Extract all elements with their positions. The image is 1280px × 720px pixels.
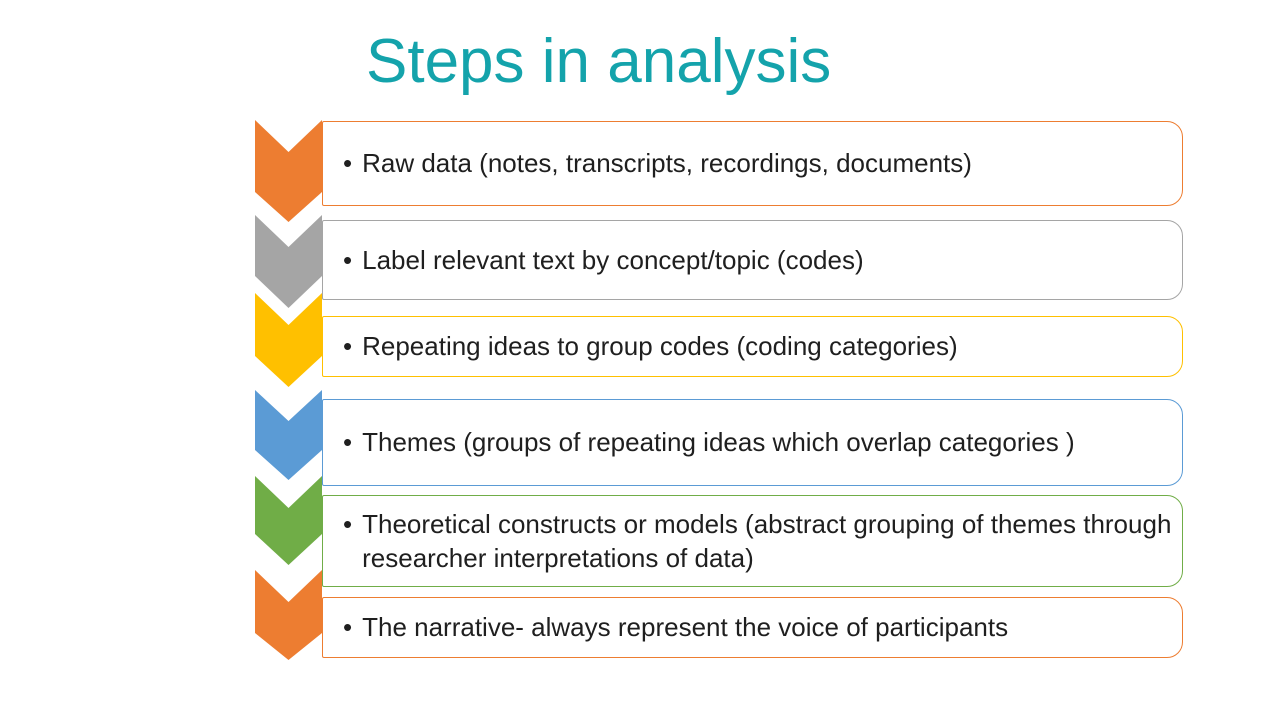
bullet-icon: • bbox=[343, 148, 353, 179]
bullet-icon: • bbox=[343, 331, 353, 362]
step-label: Repeating ideas to group codes (coding c… bbox=[362, 331, 958, 362]
step-box-repeating-ideas: • Repeating ideas to group codes (coding… bbox=[322, 316, 1183, 377]
step-content: • Label relevant text by concept/topic (… bbox=[343, 243, 864, 277]
step-label: The narrative- always represent the voic… bbox=[362, 612, 1009, 643]
chevron-down-icon bbox=[255, 120, 322, 222]
step-label: Raw data (notes, transcripts, recordings… bbox=[362, 148, 972, 179]
step-content: • Raw data (notes, transcripts, recordin… bbox=[343, 146, 972, 180]
step-box-themes: • Themes (groups of repeating ideas whic… bbox=[322, 399, 1183, 486]
step-content: • Repeating ideas to group codes (coding… bbox=[343, 329, 958, 363]
step-content: • Themes (groups of repeating ideas whic… bbox=[343, 425, 1075, 459]
bullet-icon: • bbox=[343, 244, 353, 275]
bullet-icon: • bbox=[343, 612, 353, 643]
step-label: Theoretical constructs or models (abstra… bbox=[362, 508, 1172, 573]
step-label: Themes (groups of repeating ideas which … bbox=[362, 427, 1075, 458]
slide-title: Steps in analysis bbox=[366, 27, 832, 96]
chevron-down-icon bbox=[255, 570, 322, 660]
step-content: • The narrative- always represent the vo… bbox=[343, 610, 1008, 644]
chevron-down-icon bbox=[255, 293, 322, 387]
chevron-down-icon bbox=[255, 215, 322, 308]
step-box-theoretical-constructs: • Theoretical constructs or models (abst… bbox=[322, 495, 1183, 587]
step-content: • Theoretical constructs or models (abst… bbox=[343, 507, 1174, 576]
chevron-down-icon bbox=[255, 390, 322, 480]
step-box-narrative: • The narrative- always represent the vo… bbox=[322, 597, 1183, 658]
chevron-down-icon bbox=[255, 476, 322, 565]
bullet-icon: • bbox=[343, 508, 353, 539]
step-box-label-text: • Label relevant text by concept/topic (… bbox=[322, 220, 1183, 300]
step-box-raw-data: • Raw data (notes, transcripts, recordin… bbox=[322, 121, 1183, 206]
bullet-icon: • bbox=[343, 427, 353, 458]
step-label: Label relevant text by concept/topic (co… bbox=[362, 244, 864, 275]
chevron-column bbox=[255, 120, 322, 660]
